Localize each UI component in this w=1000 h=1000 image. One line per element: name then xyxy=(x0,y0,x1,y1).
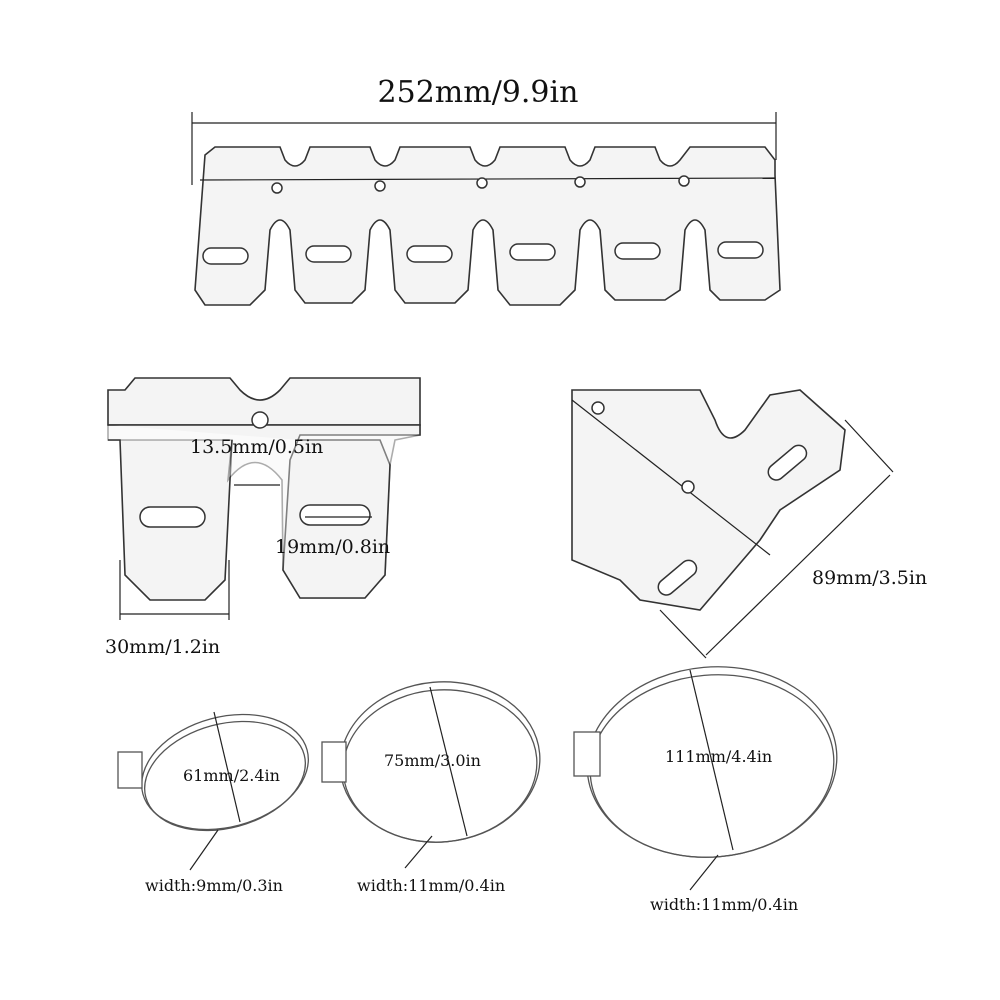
width-leader xyxy=(689,854,719,891)
clamp-1-width-label: width:9mm/0.3in xyxy=(145,876,283,895)
plate-height-label: 89mm/3.5in xyxy=(812,567,927,589)
gap-width-label: 13.5mm/0.5in xyxy=(190,436,323,458)
clamp-2-width-label: width:11mm/0.4in xyxy=(357,876,505,895)
slot-length-label: 19mm/0.8in xyxy=(275,536,390,558)
clamp-2-diameter-label: 75mm/3.0in xyxy=(384,751,481,770)
hose-clamp-large: 111mm/4.4in width:11mm/0.4in xyxy=(573,666,838,914)
screw-housing xyxy=(117,751,143,789)
slots xyxy=(202,241,764,265)
width-leader xyxy=(404,835,433,869)
angled-detail-view: 89mm/3.5in xyxy=(571,389,927,659)
clamp-3-diameter-label: 111mm/4.4in xyxy=(665,747,772,766)
fold-line-angled xyxy=(571,399,771,556)
diameter-line xyxy=(213,711,241,823)
diameter-line xyxy=(689,669,734,851)
width-leader xyxy=(189,829,219,871)
height-dimension-line xyxy=(705,474,891,656)
screw-housing xyxy=(321,741,347,783)
screw-housing xyxy=(573,731,601,777)
overall-length-label: 252mm/9.9in xyxy=(378,75,579,110)
diameter-line xyxy=(429,686,468,837)
tab-width-label: 30mm/1.2in xyxy=(105,636,220,658)
clamp-3-width-label: width:11mm/0.4in xyxy=(650,895,798,914)
heat-shield-plate-top-view: 252mm/9.9in xyxy=(191,75,781,306)
hose-clamp-small: 61mm/2.4in width:9mm/0.3in xyxy=(117,711,309,895)
height-tick-top xyxy=(844,419,894,473)
clamp-1-diameter-label: 61mm/2.4in xyxy=(183,766,280,785)
mounting-holes xyxy=(271,175,690,194)
tab-detail-view: 13.5mm/0.5in 19mm/0.8in 30mm/1.2in xyxy=(105,377,421,658)
height-tick-bottom xyxy=(659,609,707,659)
hose-clamp-medium: 75mm/3.0in width:11mm/0.4in xyxy=(321,681,541,895)
